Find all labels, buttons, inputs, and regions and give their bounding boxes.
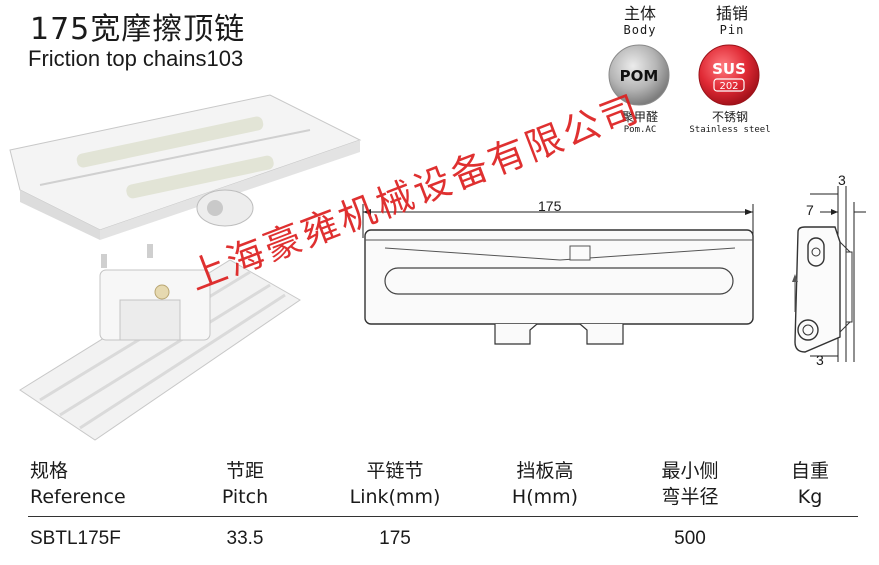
pin-material-name-en: Stainless steel [689,125,771,135]
pom-badge-text: POM [620,67,659,85]
col-header-cn: 挡板高 [516,460,574,482]
side-bottom-dimension-label: 3 [816,352,824,368]
side-thickness-dimension-label: 7 [806,202,814,218]
page-subtitle: Friction top chains103 [28,46,244,71]
col-header-cn: 规格 [30,460,69,482]
col-header-en: H(mm) [511,486,579,508]
pin-material-label: 插销 [715,4,748,23]
col-header-link: 平链节 Link(mm) [330,458,460,510]
body-material-label: 主体 [623,4,656,23]
side-top-dimension-label: 3 [838,172,846,188]
cell-pitch: 33.5 [226,528,264,549]
sus-badge-subtext: 202 [719,81,738,92]
col-header-en: Kg [797,486,823,508]
col-header-en: Reference [30,486,126,508]
width-dimension-label: 175 [538,198,562,214]
pin-material-name: 不锈钢 [711,110,748,124]
body-material-name: 聚甲醛 [621,110,658,124]
col-header-weight: 自重 Kg [770,458,850,510]
body-material-name-en: Pom.AC [623,125,657,135]
col-header-height: 挡板高 H(mm) [485,458,605,510]
sus-badge-icon: SUS 202 [697,43,761,107]
body-material-label-en: Body [623,23,657,37]
page-title: 175宽摩擦顶链 [30,12,246,47]
cell-reference: SBTL175F [30,528,121,549]
cell-link: 175 [379,528,411,549]
table-divider [28,516,858,517]
chain-link-photo-bottom [0,240,320,445]
front-view-drawing [355,198,765,348]
col-header-cn: 自重 [790,460,829,482]
col-header-cn: 最小侧 [661,460,719,482]
col-header-reference: 规格 Reference [30,458,160,510]
cell-radius: 500 [674,528,706,549]
side-view-drawing [780,172,875,367]
chain-link-photo-top [0,80,370,240]
pin-material-label-en: Pin [719,23,745,37]
pom-badge-icon: POM [607,43,671,107]
col-header-cn: 节距 [225,460,264,482]
col-header-pitch: 节距 Pitch [200,458,290,510]
col-header-en: 弯半径 [661,486,719,508]
col-header-radius: 最小侧 弯半径 [630,458,750,510]
spec-table: 规格 Reference 节距 Pitch 平链节 Link(mm) 挡板高 H… [0,458,879,565]
col-header-cn: 平链节 [366,460,424,482]
col-header-en: Pitch [221,486,269,508]
sus-badge-text: SUS [712,60,746,78]
col-header-en: Link(mm) [349,486,441,508]
